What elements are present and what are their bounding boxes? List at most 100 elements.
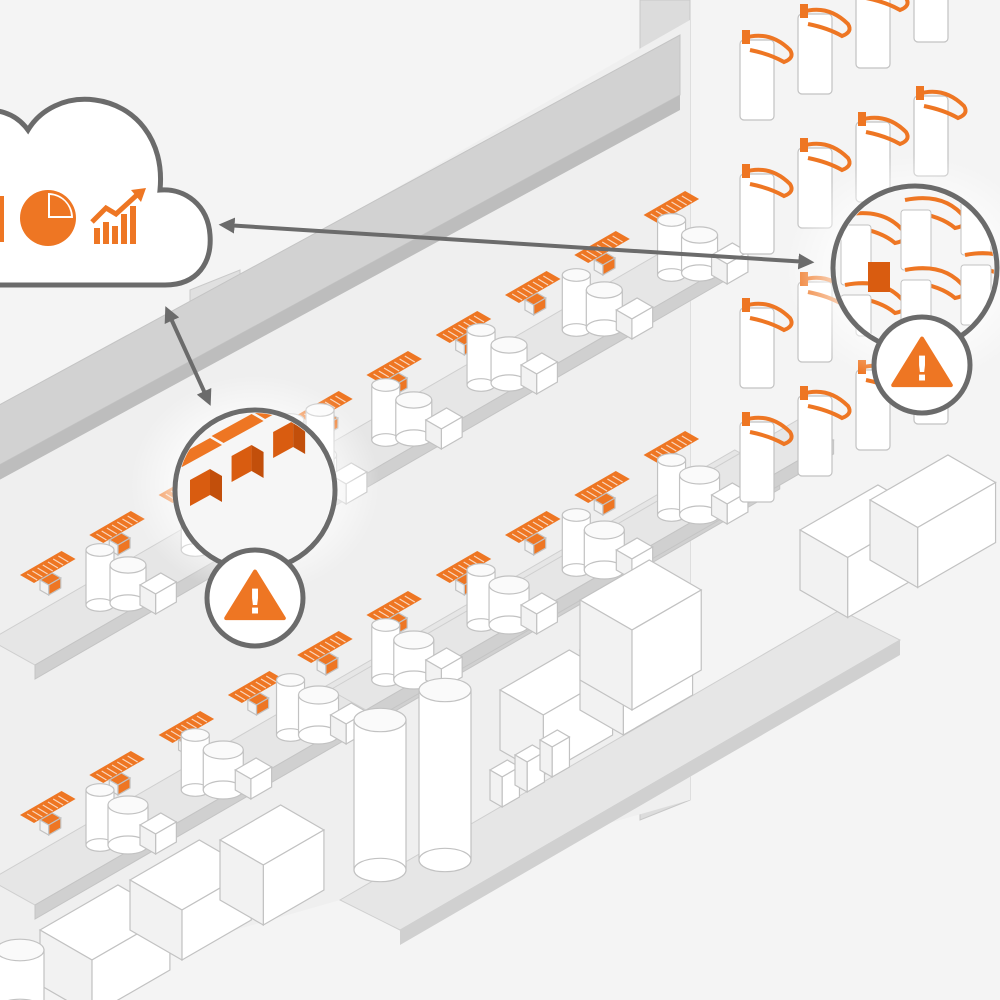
shelf-tag	[504, 271, 561, 303]
product-bottle	[371, 618, 401, 632]
peg-tag	[916, 86, 924, 100]
product-bottle	[656, 453, 687, 467]
product-box	[129, 878, 183, 962]
peg-hook	[917, 89, 968, 121]
product-tall-can	[418, 677, 472, 703]
tag-stripe	[522, 287, 533, 295]
tag-stripe	[58, 795, 69, 803]
tag-stripe	[304, 653, 315, 661]
shelf-tag	[158, 711, 215, 743]
pie-chart-icon	[20, 190, 76, 246]
product-bottle	[466, 563, 496, 577]
shelf-tag	[366, 591, 422, 623]
tag-stripe	[106, 527, 118, 535]
peg-package	[900, 209, 932, 271]
product-bottle	[561, 268, 591, 282]
shelf-tag	[20, 791, 76, 823]
product-bottle	[466, 323, 496, 337]
empty-peg-marker	[868, 262, 890, 292]
peg-hook	[743, 33, 794, 65]
tag-stripe	[37, 807, 48, 815]
tag-stripe	[42, 564, 54, 572]
product-box	[869, 498, 919, 589]
product-jar	[109, 556, 147, 574]
price-block	[39, 578, 50, 597]
empty-slot-marker	[251, 445, 264, 478]
shelf-tag	[297, 631, 353, 663]
tag-stripe	[537, 278, 549, 286]
tag-stripe	[260, 678, 272, 686]
tag-stripe	[186, 721, 197, 729]
tag-stripe	[660, 207, 672, 215]
price-block	[593, 498, 604, 517]
product-small-box	[539, 738, 553, 779]
tag-stripe	[378, 370, 390, 378]
product-jar	[585, 281, 623, 299]
tag-stripe	[527, 524, 539, 532]
product-box	[219, 838, 264, 927]
shelf-tag	[227, 671, 284, 703]
tag-stripe	[452, 567, 464, 575]
product-jar	[107, 795, 149, 815]
tag-stripe	[442, 333, 454, 341]
tag-stripe	[676, 198, 688, 206]
tag-stripe	[191, 718, 203, 726]
tag-stripe	[245, 687, 256, 695]
tag-stripe	[399, 358, 410, 366]
empty-slot-marker	[273, 421, 294, 458]
connection-arrow-cloud-shelf	[164, 306, 212, 406]
product-box	[520, 363, 538, 396]
warning-symbol: !	[914, 349, 929, 388]
peg-tag	[742, 412, 750, 426]
peg-package	[913, 0, 949, 43]
product-box	[139, 823, 157, 856]
tag-stripe	[324, 641, 336, 649]
product-jar	[202, 740, 244, 760]
peg-tag	[742, 164, 750, 178]
tag-stripe	[96, 773, 107, 781]
product-bottle	[85, 549, 115, 606]
peg-tag	[742, 30, 750, 44]
empty-slot-marker	[190, 469, 210, 506]
tag-stripe	[329, 638, 341, 646]
tag-stripe	[116, 761, 128, 769]
shelf-tag	[20, 551, 76, 583]
price-block	[524, 298, 535, 317]
peg-tag	[800, 4, 808, 18]
shelf-tag	[435, 551, 492, 583]
tag-stripe	[127, 755, 138, 763]
product-box	[520, 603, 538, 636]
tag-stripe	[394, 601, 405, 609]
tag-stripe	[596, 484, 608, 492]
product-jar	[680, 226, 719, 244]
tag-stripe	[660, 447, 672, 455]
product-jar	[395, 391, 433, 409]
tag-stripe	[314, 647, 326, 655]
peg-package	[739, 39, 775, 121]
price-block	[247, 698, 258, 717]
price-block	[455, 578, 465, 597]
product-jar	[678, 465, 721, 485]
tag-stripe	[111, 524, 123, 532]
tag-stripe	[335, 395, 346, 403]
product-bottle	[656, 213, 687, 227]
connection-arrow-cloud-peg	[218, 217, 815, 270]
tag-stripe	[106, 767, 118, 775]
product-bottle	[561, 508, 591, 522]
tag-stripe	[586, 490, 597, 498]
tag-stripe	[447, 570, 459, 578]
tag-stripe	[383, 367, 395, 375]
tag-stripe	[196, 715, 208, 723]
tag-stripe	[127, 515, 138, 523]
product-jar	[583, 520, 625, 540]
tag-stripe	[543, 515, 554, 523]
tag-stripe	[671, 441, 682, 449]
tag-stripe	[473, 555, 485, 563]
product-tall-can	[353, 857, 407, 883]
peg-tag	[858, 112, 866, 126]
tag-stripe	[532, 281, 544, 289]
peg-tag	[800, 386, 808, 400]
tag-stripe	[447, 330, 459, 338]
tag-stripe	[319, 644, 331, 652]
